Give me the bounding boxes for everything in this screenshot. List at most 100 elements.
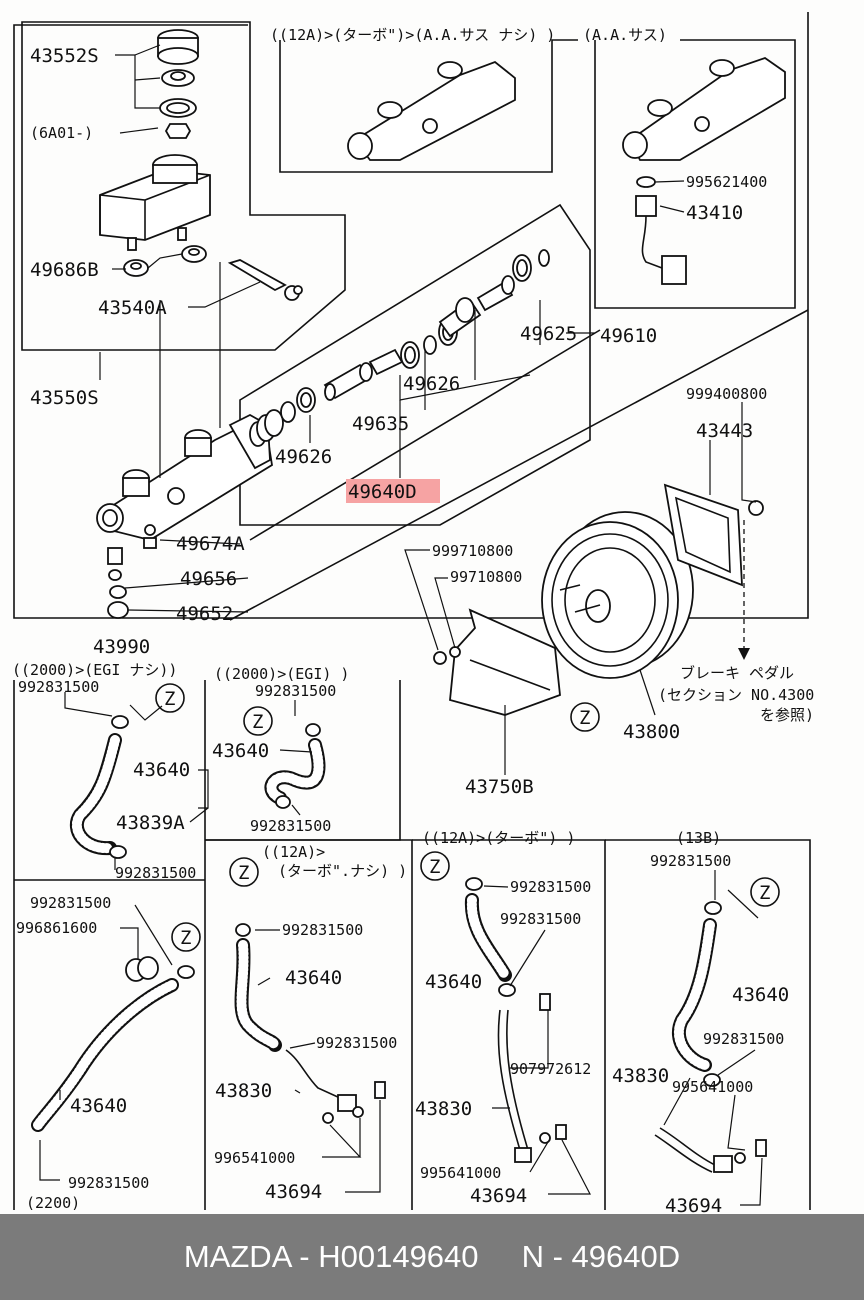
label-br-43694: 43694 (470, 1185, 527, 1207)
label-49626-lower: 49626 (275, 446, 332, 468)
label-bfr-992831500-mid: 992831500 (703, 1030, 784, 1048)
label-bl-43640: 43640 (70, 1095, 127, 1117)
reservoir-nut-icon (164, 123, 192, 139)
label-43540A: 43540A (98, 297, 167, 319)
header-mid-center: ((2000)>(EGI) ) (214, 665, 349, 683)
svg-text:Z: Z (759, 882, 770, 904)
label-mc-992831500-bot: 992831500 (250, 817, 331, 835)
label-bc-43694: 43694 (265, 1181, 322, 1203)
label-49640D: 49640D (348, 481, 417, 503)
label-brake-pedal: ブレーキ ペダル (680, 664, 794, 682)
level-sensor-icon (227, 259, 303, 301)
header-top-mid: ((12A)>(ターボ")>(A.A.サス ナシ) ) (270, 26, 555, 44)
kit-guide-b (229, 309, 809, 621)
label-mc-992831500-top: 992831500 (255, 682, 336, 700)
booster-nut-icon (748, 500, 764, 516)
label-bfr-995641000: 995641000 (672, 1078, 753, 1096)
svg-text:Z: Z (252, 711, 263, 733)
label-49610: 49610 (600, 325, 657, 347)
label-43550S: 43550S (30, 387, 99, 409)
hose-bottom-right-icon (464, 877, 567, 1163)
end-ring-icon (538, 249, 550, 267)
highlight-49640D (346, 479, 440, 503)
pressure-switch-icon (635, 176, 687, 285)
label-bc-996541000: 996541000 (214, 1149, 295, 1167)
label-bfr-992831500-top: 992831500 (650, 852, 731, 870)
booster-gasket-icon (663, 483, 743, 587)
label-see-ref: を参照) (760, 706, 814, 724)
label-43990: 43990 (93, 636, 150, 658)
cup-seal-mid-icon (400, 341, 420, 369)
header-bot-center-2: (ターボ".ナシ) ) (278, 862, 407, 880)
label-49652: 49652 (176, 603, 233, 625)
reservoir-cap-icon (157, 29, 199, 65)
z-marker-5: Z (229, 857, 259, 887)
svg-text:Z: Z (238, 862, 249, 884)
footer-part-number: MAZDA - H00149640 N - 49640D (183, 1239, 681, 1274)
header-bottom-left: (2200) (26, 1194, 80, 1212)
label-br-43640: 43640 (425, 971, 482, 993)
brake-booster-icon (541, 511, 713, 679)
label-bl-996861600: 996861600 (16, 919, 97, 937)
hose-bottom-center-icon (234, 923, 386, 1124)
spring-icon (512, 254, 532, 282)
label-bc-43640: 43640 (285, 967, 342, 989)
variant-frame-top-mid (279, 39, 578, 173)
label-bl-992831500-bot: 992831500 (68, 1174, 149, 1192)
leader-lines (39, 44, 763, 1206)
brake-pedal-arrow-icon (738, 648, 750, 660)
header-bot-far-right: (13B) (676, 829, 721, 847)
label-br-43830: 43830 (415, 1098, 472, 1120)
label-mc-43640: 43640 (212, 740, 269, 762)
cup-seal-left-icon (296, 387, 316, 413)
boot-icon (249, 409, 284, 447)
piston-kit-icon (249, 249, 550, 447)
label-br-992831500-mid: 992831500 (500, 910, 581, 928)
label-49656: 49656 (180, 568, 237, 590)
grommet-left-icon (123, 259, 149, 277)
grommet-right-icon (181, 245, 207, 263)
svg-text:Z: Z (429, 856, 440, 878)
label-49626-upper: 49626 (403, 373, 460, 395)
z-marker-2: Z (243, 706, 273, 736)
label-br-995641000: 995641000 (420, 1164, 501, 1182)
label-49686B: 49686B (30, 259, 99, 281)
variant-cylinder-right-icon (622, 57, 786, 161)
label-999400800: 999400800 (686, 385, 767, 403)
label-995621400: 995621400 (686, 173, 767, 191)
frame-bot-far-right (605, 839, 811, 1210)
z-marker-7: Z (750, 877, 780, 907)
z-marker-3: Z (570, 702, 600, 732)
spacer-icon (423, 335, 437, 355)
stopper-ring-icon (280, 401, 296, 423)
hose-mid-center-icon (264, 723, 326, 809)
master-cylinder-body-icon (96, 413, 273, 541)
bracket-icon (449, 608, 561, 716)
reservoir-seal-icon (159, 98, 197, 118)
reservoir-tank-icon (99, 154, 211, 251)
label-43552S: 43552S (30, 45, 99, 67)
label-43410: 43410 (686, 202, 743, 224)
outlet-fitting-icon (107, 524, 157, 619)
variant-frame-top-right (594, 39, 796, 309)
svg-text:Z: Z (579, 707, 590, 729)
label-br-907972612: 907972612 (510, 1060, 591, 1078)
hose-mid-left-icon (69, 715, 129, 859)
header-mid-left: ((2000)>(EGI ナシ)) (12, 661, 177, 679)
label-bc-43830: 43830 (215, 1080, 272, 1102)
label-43800: 43800 (623, 721, 680, 743)
reservoir-frame (21, 21, 346, 351)
svg-text:Z: Z (180, 927, 191, 949)
hose-bottom-left-icon (31, 956, 195, 1132)
label-49625: 49625 (520, 323, 577, 345)
label-bc-992831500-top: 992831500 (282, 921, 363, 939)
label-bfr-43640: 43640 (732, 984, 789, 1006)
variant-cylinder-mid-icon (347, 60, 516, 161)
reservoir-filter-icon (161, 69, 195, 87)
label-bl-992831500-top: 992831500 (30, 894, 111, 912)
label-ml-43839A: 43839A (116, 812, 185, 834)
label-ml-43640: 43640 (133, 759, 190, 781)
label-43443: 43443 (696, 420, 753, 442)
z-marker-1: Z (155, 683, 185, 713)
